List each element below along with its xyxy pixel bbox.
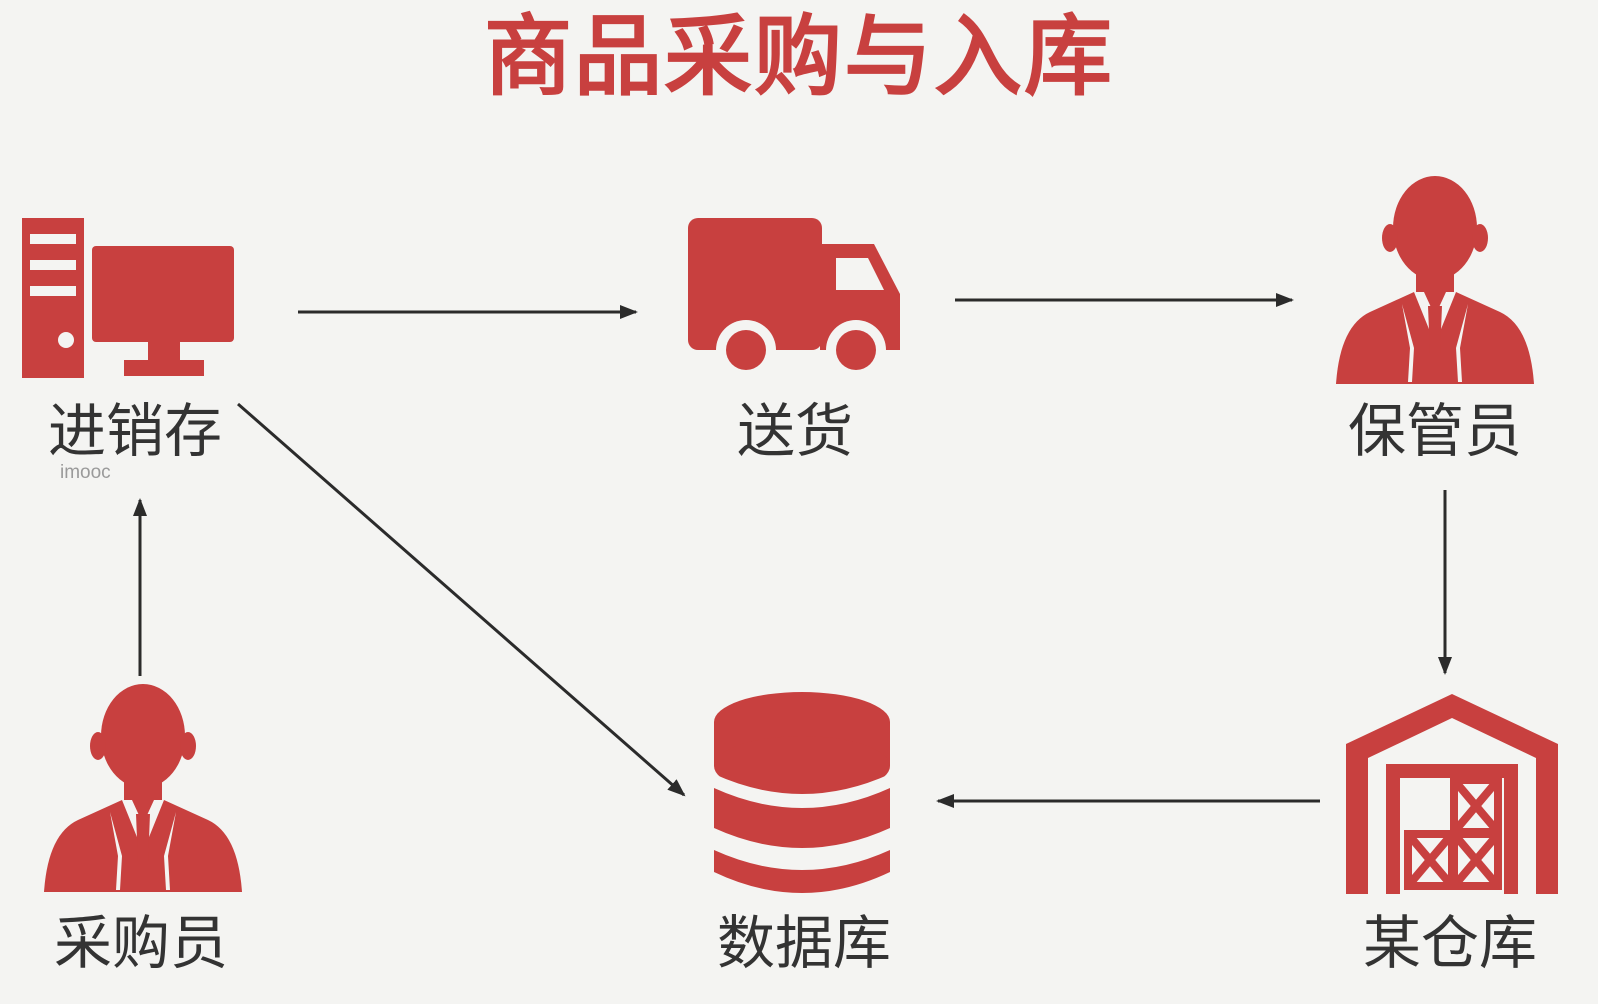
desktop-computer-icon	[22, 218, 234, 378]
warehouse-icon	[1346, 694, 1558, 894]
delivery-truck-icon	[688, 218, 900, 378]
node-label-delivery: 送货	[736, 397, 853, 465]
person-icon-purchaser	[44, 684, 242, 892]
person-icon-warehouse-keeper	[1336, 176, 1534, 384]
watermark-text: imooc	[60, 462, 111, 483]
node-label-database: 数据库	[716, 909, 891, 977]
node-label-warehouse-keeper: 保管员	[1347, 397, 1522, 465]
database-icon	[714, 692, 890, 893]
node-label-inventory-system: 进销存	[47, 397, 222, 465]
node-label-purchaser: 采购员	[53, 909, 228, 977]
diagram-title: 商品采购与入库	[483, 5, 1114, 108]
node-label-warehouse: 某仓库	[1362, 909, 1537, 977]
arrow-inventory-to-database	[237, 402, 686, 797]
